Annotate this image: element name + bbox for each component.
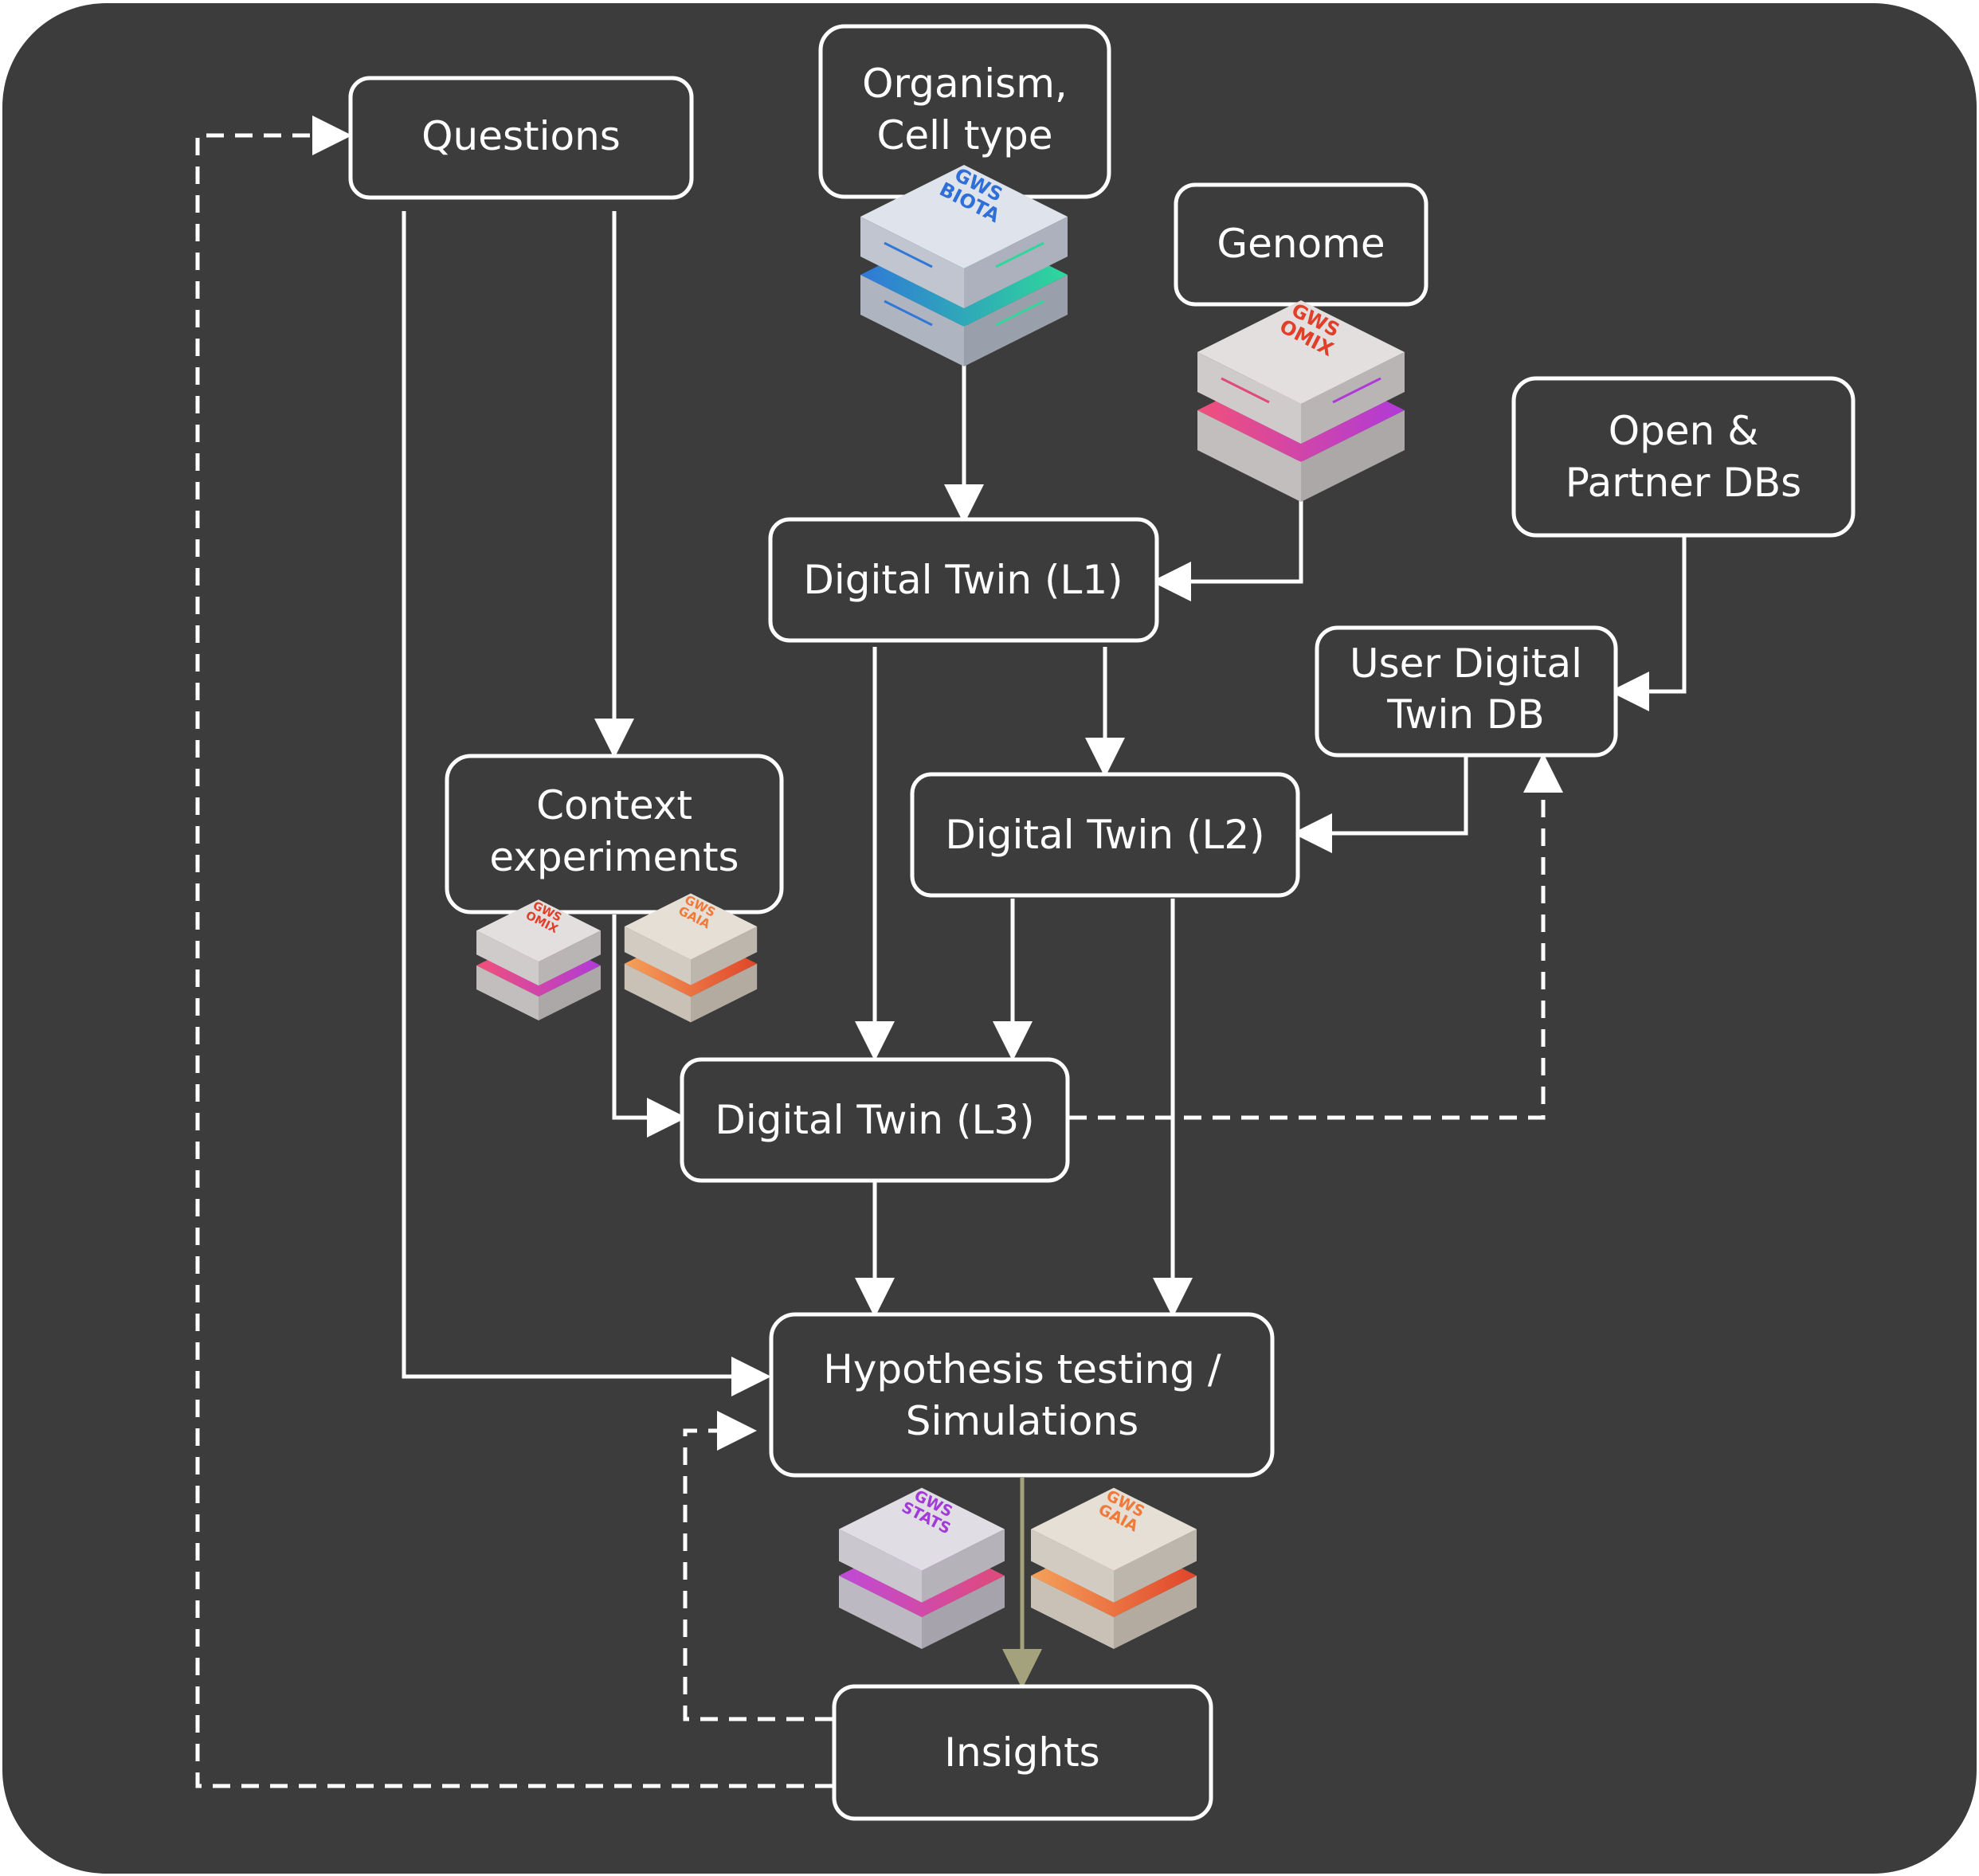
label-context-line2: experiments bbox=[489, 834, 739, 880]
edge-insights-to-questions bbox=[195, 116, 833, 1788]
node-insights-box bbox=[832, 1684, 1213, 1821]
badge-text: GWS BIOTA bbox=[936, 163, 1006, 227]
label-hypothesis-line1: Hypothesis testing / bbox=[823, 1346, 1221, 1392]
connectors bbox=[402, 198, 1687, 1396]
label-user-db-line1: User Digital bbox=[1350, 640, 1582, 687]
node-hypothesis-box bbox=[769, 1312, 1275, 1478]
stack-bottom-lines bbox=[884, 300, 1044, 327]
node-context-box bbox=[445, 754, 784, 915]
node-twin-l3-box bbox=[680, 1057, 1070, 1183]
stack-top-lines bbox=[884, 241, 1044, 268]
stack-top bbox=[624, 893, 758, 985]
edge-twin-l3-to-user-db bbox=[1069, 753, 1563, 1120]
node-questions-box bbox=[348, 76, 694, 200]
gws-gaia-badge-hypothesis: GWS GAIA bbox=[1031, 1486, 1197, 1649]
gws-gaia-badge-context: GWS GAIA bbox=[624, 892, 758, 1023]
node-labels: Questions Organism, Cell type Genome Ope… bbox=[421, 61, 1801, 1776]
node-twin-l1-box bbox=[768, 517, 1159, 643]
label-hypothesis-line2: Simulations bbox=[906, 1398, 1138, 1444]
edge-open-dbs-to-user-db bbox=[1609, 535, 1687, 711]
stack-top bbox=[1031, 1487, 1197, 1603]
feedback-connectors bbox=[195, 116, 1563, 1788]
label-user-db-line2: Twin DB bbox=[1386, 691, 1544, 738]
stack-top-lines bbox=[1221, 377, 1381, 404]
node-open-dbs-box bbox=[1511, 376, 1856, 538]
node-twin-l2-box bbox=[910, 772, 1300, 898]
edge-context-to-twin-l3 bbox=[612, 915, 687, 1138]
edge-questions-to-hypothesis bbox=[402, 211, 771, 1396]
label-context-line1: Context bbox=[536, 782, 692, 828]
node-user-db-box bbox=[1315, 625, 1618, 758]
label-twin-l3: Digital Twin (L3) bbox=[715, 1097, 1034, 1143]
label-questions: Questions bbox=[421, 113, 621, 159]
edge-user-db-to-twin-l2 bbox=[1292, 757, 1468, 853]
stack-top bbox=[476, 899, 601, 986]
gws-omix-badge-genome: GWS OMIX bbox=[1197, 299, 1405, 502]
label-twin-l1: Digital Twin (L1) bbox=[803, 557, 1123, 603]
label-open-dbs-line2: Partner DBs bbox=[1566, 460, 1801, 506]
label-open-dbs-line1: Open & bbox=[1609, 408, 1758, 454]
stack-top bbox=[839, 1487, 1005, 1603]
edge-insights-to-hypothesis bbox=[683, 1411, 833, 1721]
label-organism-line1: Organism, bbox=[862, 61, 1068, 107]
label-organism-line2: Cell type bbox=[876, 112, 1052, 159]
stack-top bbox=[860, 165, 1068, 308]
gws-stats-badge: GWS STATS bbox=[839, 1486, 1005, 1649]
stack-top bbox=[1197, 300, 1405, 444]
label-genome: Genome bbox=[1217, 221, 1385, 267]
diagram-background bbox=[2, 3, 1977, 1874]
label-insights: Insights bbox=[944, 1729, 1099, 1776]
label-twin-l2: Digital Twin (L2) bbox=[945, 812, 1264, 858]
gws-biota-badge: GWS BIOTA bbox=[860, 163, 1068, 366]
